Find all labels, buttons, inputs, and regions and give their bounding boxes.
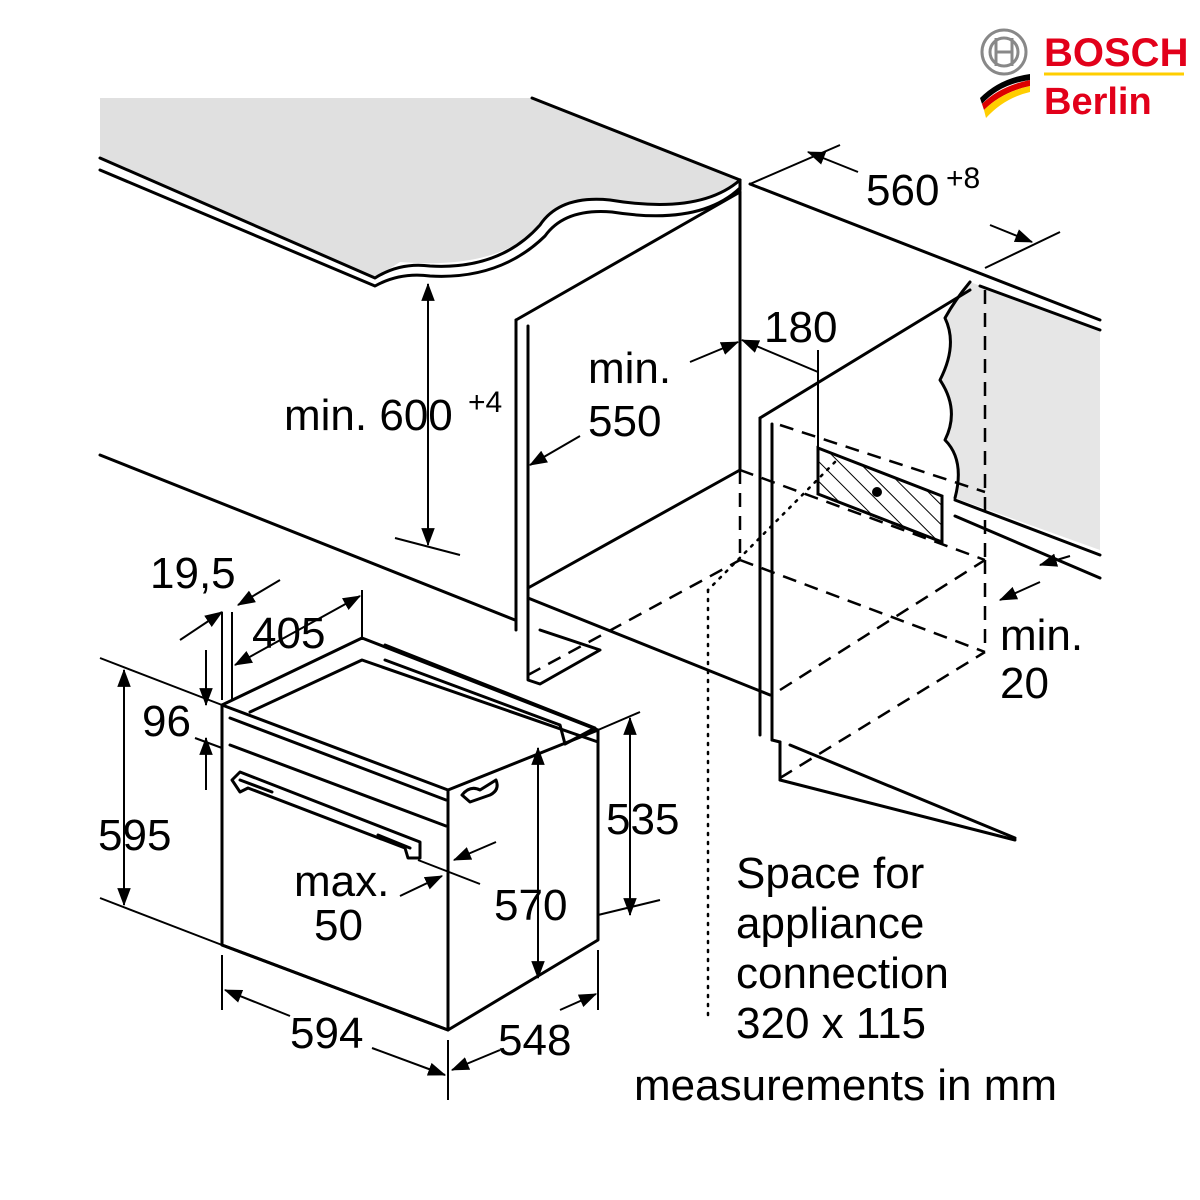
- brand-logo: BOSCH Berlin: [980, 28, 1188, 123]
- brand-sub: Berlin: [1044, 81, 1152, 123]
- dimension-labels: 560 +8 min. 600 +4 min. 550 180 min. 20 …: [98, 162, 1083, 1065]
- flag-icon: [980, 74, 1030, 118]
- dim-594: 594: [290, 1009, 363, 1058]
- note-space-line-3: connection: [736, 949, 949, 998]
- dim-20-value: 20: [1000, 659, 1049, 708]
- note-space-line-2: appliance: [736, 899, 924, 948]
- dimension-lines: [99, 144, 1071, 1100]
- dim-548: 548: [498, 1016, 571, 1065]
- dim-535: 535: [606, 795, 679, 844]
- dim-max50-label: max.: [294, 857, 389, 906]
- note-units: measurements in mm: [634, 1061, 1057, 1110]
- bosch-armature-icon: [980, 28, 1028, 76]
- dim-550-value: 550: [588, 397, 661, 446]
- dim-19-5: 19,5: [150, 549, 236, 598]
- dim-595: 595: [98, 811, 171, 860]
- note-space-line-1: Space for: [736, 849, 924, 898]
- note-space-line-4: 320 x 115: [736, 999, 926, 1048]
- oven: [220, 636, 600, 1032]
- connection-area: [816, 445, 944, 545]
- dim-570: 570: [494, 881, 567, 930]
- oven-handle: [230, 770, 422, 860]
- dim-550-label: min.: [588, 344, 671, 393]
- right-cabinet-wall: [938, 280, 1102, 580]
- niche-cabinet: [98, 190, 1017, 1022]
- dim-max50-value: 50: [314, 901, 363, 950]
- dim-180: 180: [764, 303, 837, 352]
- dim-20-label: min.: [1000, 611, 1083, 660]
- dim-600: min. 600: [284, 391, 453, 440]
- brand-name: BOSCH: [1044, 31, 1188, 75]
- worktop: [98, 96, 1102, 322]
- dim-560-sup: +8: [946, 162, 980, 195]
- dim-600-sup: +4: [468, 386, 502, 419]
- dim-560: 560: [866, 166, 939, 215]
- notes: Space for appliance connection 320 x 115…: [634, 849, 1057, 1110]
- dim-405: 405: [252, 609, 325, 658]
- dim-96: 96: [142, 697, 191, 746]
